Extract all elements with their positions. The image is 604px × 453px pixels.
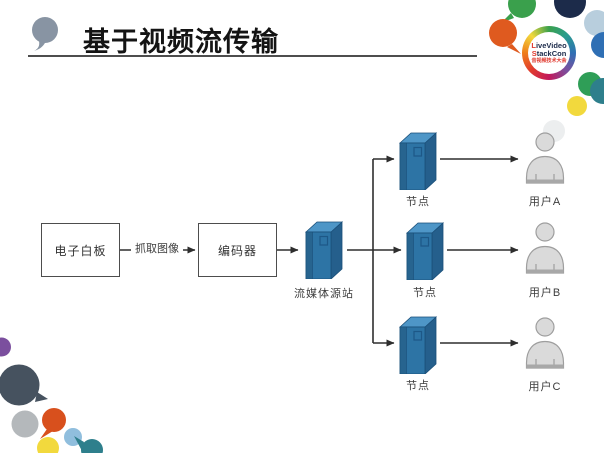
logo-line2: StackCon [531, 49, 567, 59]
node3-label: 节点 [406, 380, 430, 392]
blue-circle-icon [591, 32, 604, 58]
conference-logo: LiveVideo StackCon 音视频技术大会 [522, 26, 576, 80]
teal-circle-icon [590, 78, 604, 104]
decoration-bubbles-bottom-left [0, 337, 103, 453]
red-orange-bubble-icon [42, 408, 66, 432]
title-speech-bubble-icon [32, 17, 58, 51]
whiteboard-label: 电子白板 [54, 243, 107, 258]
logo-line1: LiveVideo [531, 40, 567, 50]
encoder-box: 编码器 [198, 223, 277, 277]
red-orange-bubble-tail [40, 429, 53, 439]
teal-bubble-icon [81, 439, 103, 453]
encoder-label: 编码器 [217, 243, 257, 258]
teal-bubble-tail [74, 436, 84, 451]
userB-label: 用户B [528, 287, 562, 299]
logo-line3: 音视频技术大会 [531, 57, 567, 64]
page-title: 基于视频流传输 [83, 27, 279, 57]
lightblue-circle-icon [584, 10, 604, 36]
whiteboard-box: 电子白板 [41, 223, 120, 277]
userC-person-icon [523, 316, 567, 372]
userB-person-icon [523, 221, 567, 277]
origin-server-tower-icon [302, 219, 346, 279]
node2-server-tower-icon [403, 220, 447, 280]
userC-label: 用户C [528, 381, 562, 393]
slate-bubble-tail [35, 392, 48, 402]
title-underline [28, 55, 477, 57]
node3-server-tower-icon [396, 314, 440, 374]
gray-circle-icon [11, 410, 39, 438]
node1-server-tower-icon [396, 130, 440, 190]
orange-bubble-icon [489, 19, 517, 47]
userA-label: 用户A [528, 196, 562, 208]
navy-circle-icon [554, 0, 586, 18]
yellow-circle-icon [37, 437, 59, 453]
capture-image-arrow-label: 抓取图像 [131, 243, 183, 256]
orange-bubble-tail [507, 44, 521, 54]
origin-label: 流媒体源站 [294, 288, 354, 300]
logo-inner: LiveVideo StackCon 音视频技术大会 [528, 32, 570, 74]
userA-person-icon [523, 131, 567, 187]
decoration-bubbles-top-right [489, 0, 604, 142]
node2-label: 节点 [413, 287, 437, 299]
green-bubble-icon [508, 0, 536, 18]
purple-circle-icon [0, 337, 11, 357]
slate-bubble-icon [0, 364, 40, 406]
node1-label: 节点 [406, 196, 430, 208]
yellow-circle-icon [567, 96, 587, 116]
